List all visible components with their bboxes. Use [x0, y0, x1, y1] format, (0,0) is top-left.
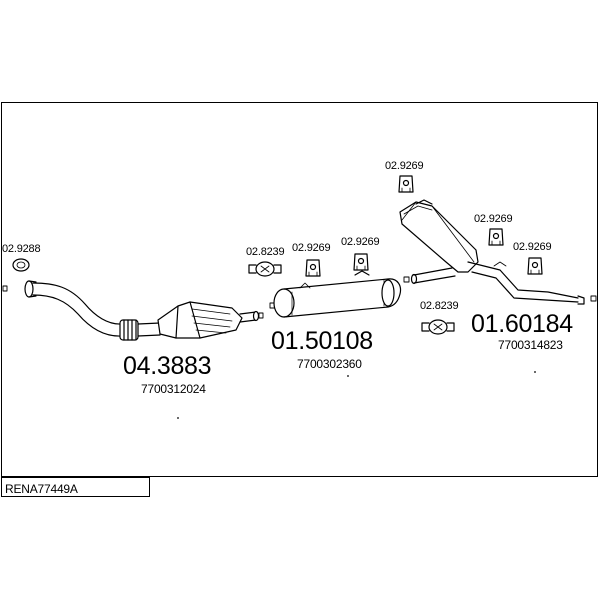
- clamp-part-number: 02.8239: [420, 300, 459, 312]
- rear-silencer-oe-number: 7700314823: [498, 338, 563, 352]
- middle-silencer-part-number: 01.50108: [271, 327, 373, 355]
- gasket-icon: [12, 258, 30, 272]
- hanger-part-number: 02.9269: [385, 160, 424, 172]
- rubber-hanger-icon: [398, 175, 414, 193]
- front-pipe-oe-number: 7700312024: [141, 382, 206, 396]
- rear-silencer-part-number: 01.60184: [471, 310, 573, 338]
- pipe-clamp-icon: [421, 319, 455, 335]
- middle-silencer-oe-number: 7700302360: [297, 357, 362, 371]
- rubber-hanger-icon: [353, 253, 369, 271]
- hanger-part-number: 02.9269: [474, 213, 513, 225]
- hanger-part-number: 02.9269: [341, 236, 380, 248]
- kit-code: RENA77449A: [5, 482, 78, 496]
- hanger-part-number: 02.9269: [292, 242, 331, 254]
- diagram-frame: [1, 102, 598, 477]
- hanger-part-number: 02.9269: [513, 241, 552, 253]
- front-pipe-part-number: 04.3883: [123, 352, 212, 380]
- rubber-hanger-icon: [488, 228, 504, 246]
- pipe-clamp-icon: [248, 261, 282, 277]
- kit-code-box: RENA77449A: [1, 477, 150, 497]
- rubber-hanger-icon: [305, 259, 321, 277]
- rubber-hanger-icon: [527, 257, 543, 275]
- clamp-part-number: 02.8239: [246, 246, 285, 258]
- rear-silencer-drawing: [399, 199, 597, 305]
- front-pipe-drawing: [2, 280, 264, 341]
- gasket-part-number: 02.9288: [2, 243, 41, 255]
- middle-silencer-drawing: [269, 270, 410, 318]
